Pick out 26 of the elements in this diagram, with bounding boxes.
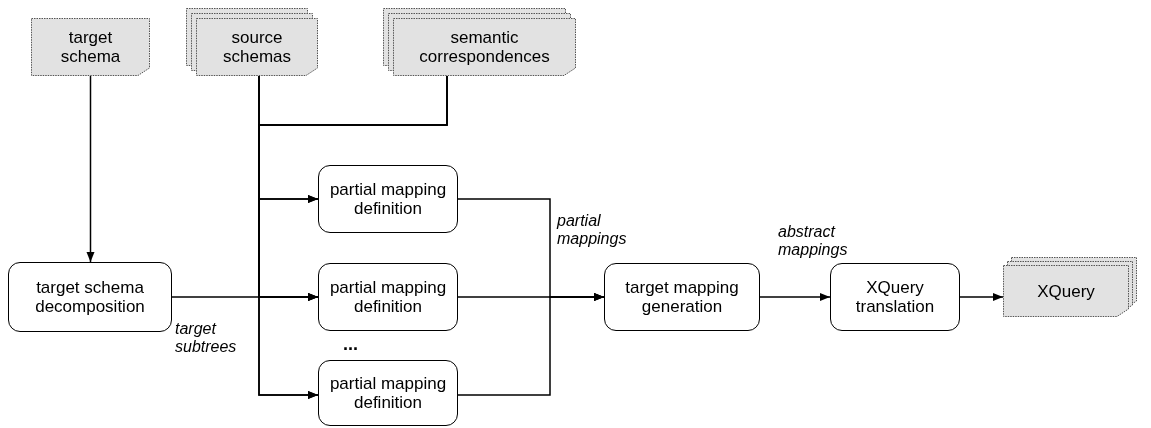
- process-label: partial mapping definition: [328, 374, 448, 412]
- connector-arrow: [759, 293, 831, 301]
- process-box: [604, 263, 760, 331]
- process-box: [830, 263, 960, 331]
- document-label: source schemas: [222, 28, 292, 66]
- process-label: target schema decomposition: [34, 278, 146, 316]
- process-box: [318, 360, 458, 426]
- edge-label: partial mappings: [557, 212, 628, 248]
- process-label: XQuery translation: [854, 278, 936, 316]
- document-label: target schema: [59, 28, 122, 66]
- document-label: XQuery: [1037, 281, 1095, 301]
- process-label: partial mapping definition: [328, 278, 448, 316]
- ellipsis-label: ...: [343, 335, 358, 353]
- process-box: [8, 262, 172, 332]
- connector-arrow: [457, 293, 605, 396]
- connector-arrow: [258, 75, 448, 399]
- process-label: target mapping generation: [624, 278, 740, 316]
- connector-arrow: [86, 75, 95, 263]
- document-label: semantic correspondences: [418, 28, 551, 66]
- edge-label: target subtrees: [175, 320, 238, 356]
- process-box: [318, 263, 458, 331]
- process-box: [318, 165, 458, 233]
- edge-label: abstract mappings: [778, 223, 849, 259]
- connector-arrow: [959, 293, 1004, 301]
- process-label: partial mapping definition: [328, 180, 448, 218]
- connector-arrow: [171, 293, 319, 301]
